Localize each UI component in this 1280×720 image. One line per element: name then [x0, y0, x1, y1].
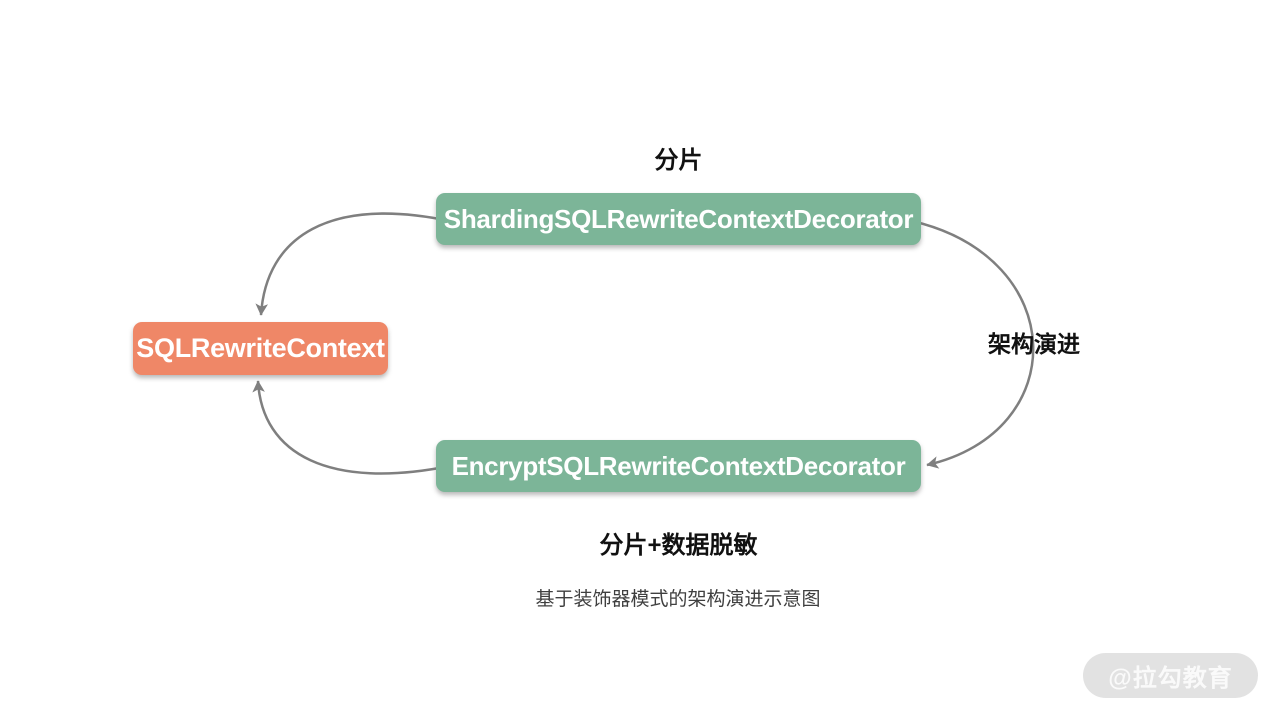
node-encrypt-sql-rewrite-context-decorator: EncryptSQLRewriteContextDecorator: [436, 440, 921, 492]
arc-sharding-to-context: [255, 212, 451, 316]
label-encrypt-role: 分片+数据脱敏: [599, 532, 758, 559]
label-architecture-evolution: 架构演进: [988, 331, 1080, 357]
arc-sharding-to-encrypt-evolution: [911, 219, 1035, 469]
watermark-badge: @拉勾教育: [1083, 653, 1258, 698]
label-sharding-role: 分片: [654, 147, 703, 174]
diagram-caption: 基于装饰器模式的架构演进示意图: [535, 589, 821, 610]
arc-encrypt-to-context: [252, 380, 451, 475]
node-sharding-sql-rewrite-context-decorator: ShardingSQLRewriteContextDecorator: [436, 193, 921, 245]
node-sql-rewrite-context: SQLRewriteContext: [133, 322, 388, 375]
